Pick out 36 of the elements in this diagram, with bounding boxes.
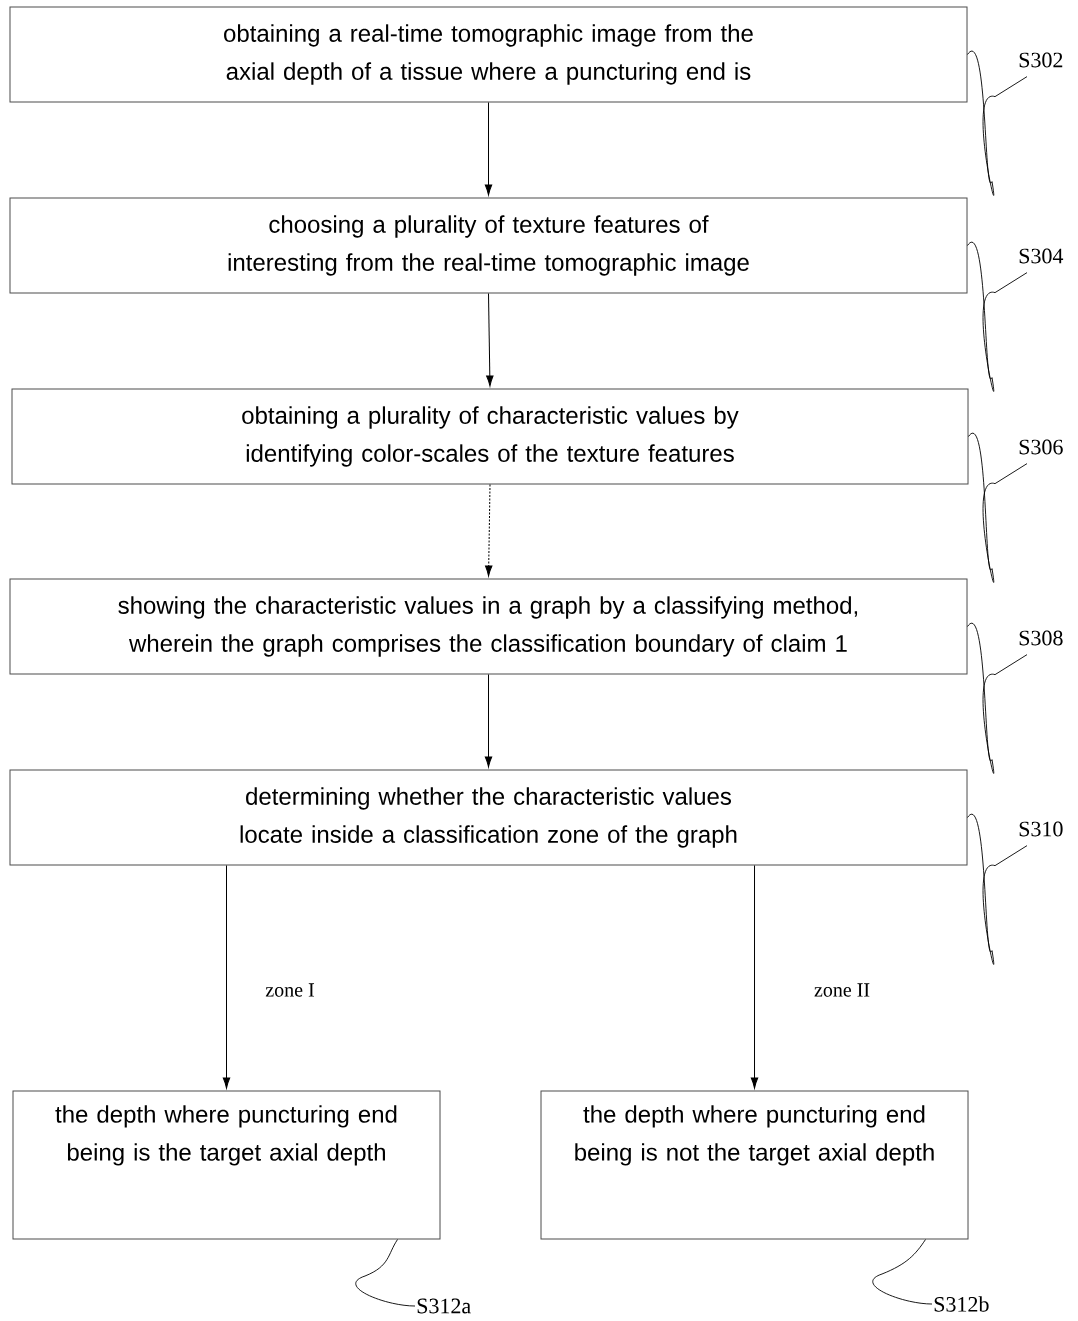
process-box <box>9 578 968 675</box>
arrow <box>750 865 759 1089</box>
leader-line <box>968 432 1028 583</box>
arrow <box>484 102 493 196</box>
box-text: obtaining a plurality of characteristic values by identifying color-scales of the texture features <box>242 406 739 467</box>
box-text: the depth where puncturing end being is not the target axial depth <box>575 1105 934 1166</box>
box-text: choosing a plurality of texture features of interesting from the real-time tomographic image <box>228 215 749 276</box>
box-text: determining whether the characteristic values locate inside a classification zone of the graph <box>240 787 737 848</box>
step-label: S312b <box>934 1296 989 1312</box>
leader-line <box>967 622 1028 774</box>
step-label: S304 <box>1019 248 1064 264</box>
step-label: S312a <box>417 1298 471 1314</box>
arrow <box>486 293 494 387</box>
process-box <box>9 197 968 294</box>
step-label: S310 <box>1019 821 1063 837</box>
step-label: S302 <box>1019 52 1063 68</box>
edge-label: zone II <box>813 982 872 998</box>
process-box <box>11 388 969 485</box>
leader-line <box>967 813 1028 965</box>
process-box <box>12 1090 441 1240</box>
edge-label: zone I <box>264 982 316 998</box>
leader-line <box>967 50 1028 196</box>
leader-line <box>872 1239 933 1305</box>
step-label: S306 <box>1019 439 1063 455</box>
box-text: the depth where puncturing end being is the target axial depth <box>55 1105 397 1166</box>
arrow <box>222 865 231 1089</box>
box-text: obtaining a real-time tomographic image from the axial depth of a tissue where a puncturing end is <box>224 24 753 85</box>
arrow <box>485 484 493 577</box>
arrow <box>484 674 493 768</box>
leader-line <box>967 241 1028 392</box>
process-box <box>9 769 968 866</box>
process-box <box>540 1090 969 1240</box>
process-box <box>9 6 968 103</box>
leader-line <box>355 1239 416 1307</box>
step-label: S308 <box>1019 630 1063 646</box>
box-text: showing the characteristic values in a graph by a classifying method, wherein the graph comprises the classification boundary of claim 1 <box>118 596 858 657</box>
